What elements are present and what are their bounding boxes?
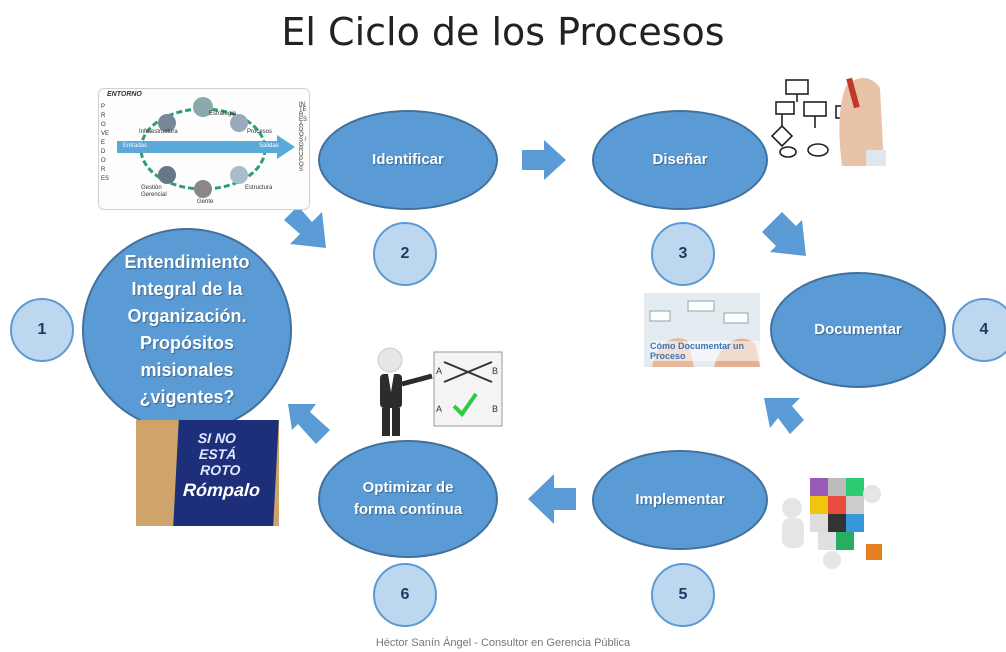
book-title-2: ESTÁ [198, 446, 237, 462]
entorno-label-entradas: Entradas [123, 143, 148, 149]
step-4-label: Documentar [814, 321, 902, 338]
step-1-ellipse: Entendimiento Integral de la Organizació… [82, 228, 292, 432]
entorno-label-estructura: Estructura [245, 185, 273, 191]
entorno-right-label: INTERESADOS / GRUPOS [299, 102, 308, 173]
arrow-3-to-4 [762, 212, 806, 256]
entorno-label-salidas: Salidas [259, 143, 279, 149]
arrow-2-to-3 [522, 140, 566, 180]
step-3-label: Diseñar [652, 151, 708, 168]
presenter-figure-image: A B A B [374, 346, 506, 440]
step-5-number: 5 [651, 563, 715, 627]
step-6-number: 6 [373, 563, 437, 627]
step-3-number: 3 [651, 222, 715, 286]
step-5-label: Implementar [635, 491, 725, 508]
flowchart-drawing-image [768, 66, 886, 166]
step-6-label: Optimizar de forma continua [353, 479, 463, 518]
entorno-diagram-image: ENTORNO PROVEEDORES INTERESADOS / GRUPOS… [98, 88, 310, 210]
arrow-1-to-2 [284, 206, 326, 248]
option-a-top: A [436, 366, 443, 376]
book-title-4: Rómpalo [182, 480, 261, 500]
cubes-teamwork-image [770, 464, 888, 574]
arrow-4-to-5 [764, 398, 804, 434]
entorno-heading: ENTORNO [107, 91, 142, 98]
step-6-ellipse: Optimizar de forma continua [318, 440, 498, 558]
entorno-label-estrategia: Estrategia [209, 111, 237, 117]
entorno-label-procesos: Procesos [247, 129, 273, 135]
entorno-label-infraestructura: Infraestructura [139, 129, 178, 135]
step-2-ellipse: Identificar [318, 110, 498, 210]
arrow-6-to-1 [288, 404, 330, 444]
option-b-top: B [492, 366, 499, 376]
step-5-ellipse: Implementar [592, 450, 768, 550]
entorno-label-gente: Gente [197, 199, 214, 205]
entorno-label-gestion: Gestión Gerencial [141, 185, 167, 198]
arrow-5-to-6 [528, 474, 576, 524]
step-2-label: Identificar [372, 151, 444, 168]
diagram-title: El Ciclo de los Procesos [281, 10, 725, 54]
documentar-process-image: Cómo Documentar un Proceso [644, 293, 760, 367]
book-cover-image: SI NO ESTÁ ROTO Rómpalo [136, 420, 279, 526]
step-1-number: 1 [10, 298, 74, 362]
step-2-number: 2 [373, 222, 437, 286]
option-b-bottom: B [492, 404, 499, 414]
footer-credit: Héctor Sanín Ángel - Consultor en Gerenc… [375, 637, 631, 649]
book-title-1: SI NO [197, 430, 237, 446]
documentar-caption: Cómo Documentar un Proceso [650, 341, 760, 361]
step-4-number: 4 [952, 298, 1006, 362]
entorno-left-label: PROVEEDORES [101, 104, 110, 182]
step-1-label: Entendimiento Integral de la Organizació… [124, 252, 250, 407]
step-3-ellipse: Diseñar [592, 110, 768, 210]
book-title-3: ROTO [199, 462, 241, 478]
option-a-bottom: A [436, 404, 443, 414]
book-cover: SI NO ESTÁ ROTO Rómpalo [173, 420, 279, 526]
step-4-ellipse: Documentar [770, 272, 946, 388]
